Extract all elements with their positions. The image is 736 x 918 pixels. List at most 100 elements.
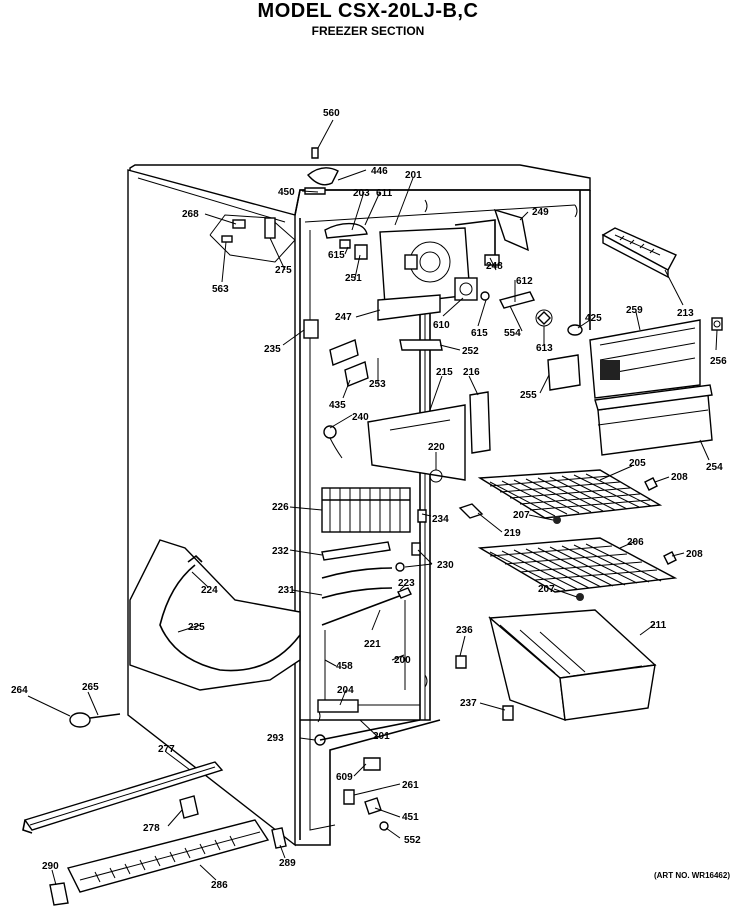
part-label: 435 [329, 400, 346, 411]
art-number: (ART NO. WR16462) [653, 871, 730, 880]
drawer-rail [22, 761, 224, 834]
part-label: 256 [710, 356, 727, 367]
part-label: 221 [364, 639, 381, 650]
part-label: 226 [272, 502, 289, 513]
kick-plate-grill [66, 819, 270, 893]
part-label: 277 [158, 744, 175, 755]
part-label: 252 [462, 346, 479, 357]
section-title: FREEZER SECTION [311, 24, 425, 38]
part-label: 201 [405, 170, 422, 181]
part-label: 560 [323, 108, 340, 119]
part-label: 615 [328, 250, 345, 261]
part-label: 609 [336, 772, 353, 783]
part-label: 237 [460, 698, 477, 709]
light-switch-group [209, 214, 296, 263]
part-label: 261 [402, 780, 419, 791]
part-label: 251 [345, 273, 362, 284]
part-label: 563 [212, 284, 229, 295]
part-label: 235 [264, 344, 281, 355]
part-label: 220 [428, 442, 445, 453]
part-label: 278 [143, 823, 160, 834]
wire-shelf-upper [477, 469, 663, 519]
part-label: 293 [267, 733, 284, 744]
small-hardware-parts [343, 757, 389, 831]
ice-maker-rack [589, 319, 713, 456]
part-label: 211 [650, 620, 667, 631]
part-256 [711, 317, 723, 331]
ice-chute-panel [129, 539, 301, 691]
part-label: 213 [677, 308, 694, 319]
leader-lines [27, 119, 718, 886]
part-240 [323, 425, 343, 459]
evaporator-cover [367, 391, 491, 483]
part-label: 286 [211, 880, 228, 891]
part-label: 231 [278, 585, 295, 596]
part-label: 275 [275, 265, 292, 276]
part-label: 446 [371, 166, 388, 177]
part-label: 290 [42, 861, 59, 872]
thermostat-parts [324, 222, 368, 260]
part-label: 204 [337, 685, 354, 696]
part-label: 219 [504, 528, 521, 539]
fan-motor-assembly [454, 277, 583, 336]
part-label: 248 [486, 261, 503, 272]
part-label: 232 [272, 546, 289, 557]
part-label: 234 [432, 514, 449, 525]
part-label: 249 [532, 207, 549, 218]
part-label: 425 [585, 313, 602, 324]
part-label: 200 [394, 655, 411, 666]
part-label: 268 [182, 209, 199, 220]
part-label: 247 [335, 312, 352, 323]
part-label: 253 [369, 379, 386, 390]
part-label: 265 [82, 682, 99, 693]
part-label: 612 [516, 276, 533, 287]
part-label: 289 [279, 858, 296, 869]
part-label: 259 [626, 305, 643, 316]
part-label: 206 [627, 537, 644, 548]
top-control-parts [304, 147, 339, 195]
part-label: 615 [471, 328, 488, 339]
part-label: 611 [376, 188, 393, 199]
ice-tray [601, 227, 677, 279]
part-label: 225 [188, 622, 205, 633]
freezer-basket [488, 609, 657, 722]
parts-289-290 [49, 827, 287, 906]
damper-parts [454, 208, 529, 266]
part-label: 552 [404, 835, 421, 846]
part-255 [547, 354, 581, 391]
fan-shroud-parts [329, 339, 443, 387]
part-label: 205 [629, 458, 646, 469]
part-label: 224 [201, 585, 218, 596]
wire-shelf-lower [477, 537, 678, 593]
part-label: 216 [463, 367, 480, 378]
parts-264-265 [69, 712, 121, 728]
part-label: 215 [436, 367, 453, 378]
part-235 [303, 319, 319, 339]
part-label: 207 [513, 510, 530, 521]
part-278 [179, 795, 199, 819]
defrost-heater-parts [321, 541, 403, 626]
part-label: 554 [504, 328, 521, 339]
part-label: 223 [398, 578, 415, 589]
part-label: 264 [11, 685, 28, 696]
part-label: 240 [352, 412, 369, 423]
part-label: 236 [456, 625, 473, 636]
part-label: 613 [536, 343, 553, 354]
parts-236-237 [455, 655, 514, 721]
control-housing [377, 227, 471, 321]
part-label: 230 [437, 560, 454, 571]
part-label: 610 [433, 320, 450, 331]
part-label: 254 [706, 462, 723, 473]
part-label: 201 [373, 731, 390, 742]
part-label: 208 [671, 472, 688, 483]
shelf-supports [553, 477, 677, 601]
part-label: 450 [278, 187, 295, 198]
part-label: 207 [538, 584, 555, 595]
part-label: 203 [353, 188, 370, 199]
model-title: MODEL CSX-20LJ-B,C [257, 0, 479, 22]
part-label: 458 [336, 661, 353, 672]
part-label: 451 [402, 812, 419, 823]
clip-parts [417, 503, 484, 523]
evaporator-coil [321, 487, 411, 533]
